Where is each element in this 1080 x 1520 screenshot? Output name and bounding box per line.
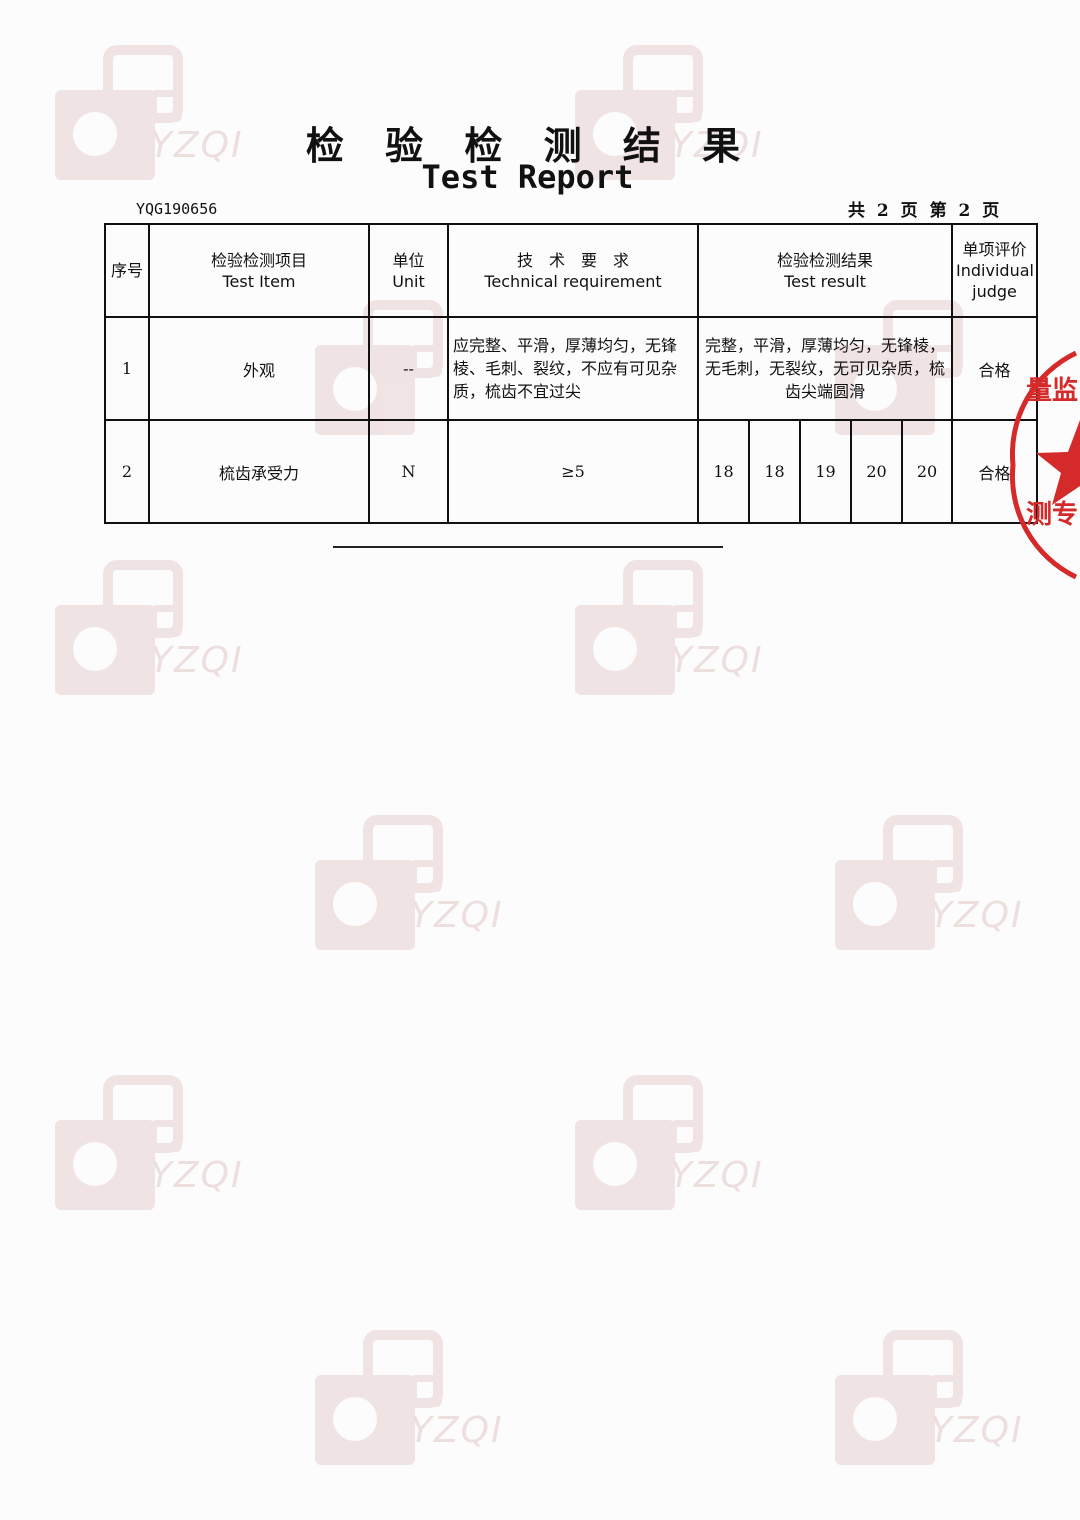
table-row: 1 外观 -- 应完整、平滑，厚薄均匀，无锋棱、毛刺、裂纹，不应有可见杂质，梳齿… (104, 316, 1039, 421)
watermark-logo: YZQI (575, 45, 765, 185)
cell-seq: 1 (104, 316, 150, 421)
header-unit-cn: 单位 (392, 250, 425, 270)
watermark-logo: YZQI (315, 815, 505, 955)
end-line (333, 546, 723, 548)
cell-result-3: 19 (799, 419, 852, 524)
watermark-logo: YZQI (315, 1330, 505, 1470)
cell-result-5: 20 (900, 419, 954, 524)
watermark-text: YZQI (670, 640, 764, 681)
cell-unit: N (368, 419, 449, 524)
stamp-text-top: 量监 (1026, 376, 1079, 406)
watermark-logo: YZQI (55, 560, 245, 700)
cell-item: 外观 (148, 316, 370, 421)
title-chinese: 检 验 检 测 结 果 (305, 124, 755, 168)
watermark-logo: YZQI (55, 45, 245, 185)
header-result-en: Test result (784, 271, 866, 291)
stamp-ring (1010, 350, 1078, 580)
table-row: 2 梳齿承受力 N ≥5 18 18 19 20 20 合格 (104, 419, 1039, 524)
header-judge-en: Individual judge (956, 261, 1034, 301)
watermark-text: YZQI (930, 895, 1024, 936)
watermark-logo: YZQI (55, 1075, 245, 1215)
watermark-logo: YZQI (575, 560, 765, 700)
watermark-logo: YZQI (835, 1330, 1025, 1470)
watermark-text: YZQI (410, 895, 504, 936)
header-item-cn: 检验检测项目 (210, 250, 307, 270)
header-result-cn: 检验检测结果 (777, 250, 874, 270)
header-unit-en: Unit (392, 271, 425, 291)
cell-item: 梳齿承受力 (148, 419, 370, 524)
watermark-text: YZQI (150, 1155, 244, 1196)
stamp-text-bottom: 测专 (1026, 500, 1079, 530)
cell-seq: 2 (104, 419, 150, 524)
header-req-cn: 技 术 要 求 (516, 250, 629, 270)
cell-result: 完整，平滑，厚薄均匀，无锋棱，无毛刺，无裂纹，无可见杂质，梳齿尖端圆滑 (696, 316, 954, 421)
watermark-text: YZQI (150, 640, 244, 681)
watermark-text: YZQI (670, 1155, 764, 1196)
header-seq: 序号 (104, 223, 150, 318)
header-item-en: Test Item (222, 271, 296, 291)
cell-result-1: 18 (697, 419, 750, 524)
page-info: 共 2 页 第 2 页 (848, 201, 1003, 221)
official-stamp (1010, 350, 1080, 580)
cell-result-2: 18 (748, 419, 801, 524)
stamp-star-icon (1036, 420, 1080, 505)
watermark-text: YZQI (930, 1410, 1024, 1451)
watermark-text: YZQI (150, 125, 244, 166)
report-number: YQG190656 (136, 200, 218, 218)
header-judge-cn: 单项评价 (962, 240, 1027, 259)
watermark-logo: YZQI (835, 815, 1025, 955)
watermark-text: YZQI (410, 1410, 504, 1451)
header-req-en: Technical requirement (484, 271, 662, 291)
cell-judge: 合格 (951, 419, 1039, 524)
cell-unit: -- (368, 316, 449, 421)
watermark-text: YZQI (670, 125, 764, 166)
watermark-logo: YZQI (575, 1075, 765, 1215)
cell-requirement: ≥5 (447, 419, 699, 524)
cell-result-4: 20 (850, 419, 903, 524)
header-judge: 单项评价 Individual judge (951, 223, 1039, 318)
title-english: Test Report (421, 158, 634, 196)
cell-requirement: 应完整、平滑，厚薄均匀，无锋棱、毛刺、裂纹，不应有可见杂质，梳齿不宜过尖 (447, 316, 699, 421)
